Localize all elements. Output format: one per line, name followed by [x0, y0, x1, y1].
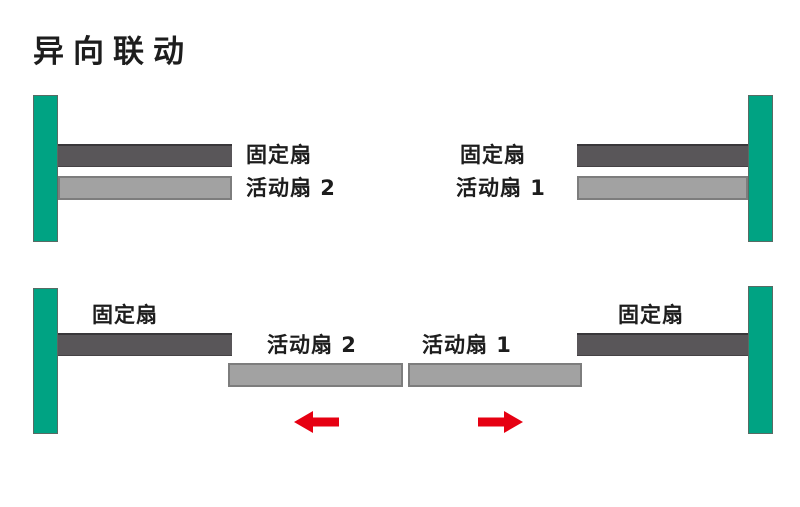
fixed-panel-left [58, 144, 232, 167]
movable-panel-2 [228, 363, 403, 387]
movable-panel-2 [58, 176, 232, 200]
fixed-panel-right-label: 固定扇 [460, 143, 526, 167]
fixed-panel-left [58, 333, 232, 356]
door-jamb-top-right [748, 95, 773, 242]
page-title: 异向联动 [33, 34, 193, 70]
fixed-panel-left-label: 固定扇 [246, 143, 312, 167]
movable-panel-1 [577, 176, 748, 200]
movable-panel-1-label: 活动扇 1 [456, 176, 546, 200]
fixed-panel-right-label: 固定扇 [618, 303, 684, 327]
door-jamb-bottom-right [748, 286, 773, 434]
movable-panel-2-label: 活动扇 2 [267, 333, 357, 357]
fixed-panel-right [577, 144, 748, 167]
right-arrow-icon [478, 411, 523, 433]
movable-panel-1 [408, 363, 582, 387]
movable-panel-1-label: 活动扇 1 [422, 333, 512, 357]
left-arrow-icon [294, 411, 339, 433]
movable-panel-2-label: 活动扇 2 [246, 176, 336, 200]
door-jamb-top-left [33, 95, 58, 242]
fixed-panel-right [577, 333, 748, 356]
door-jamb-bottom-left [33, 288, 58, 434]
fixed-panel-left-label: 固定扇 [92, 303, 158, 327]
